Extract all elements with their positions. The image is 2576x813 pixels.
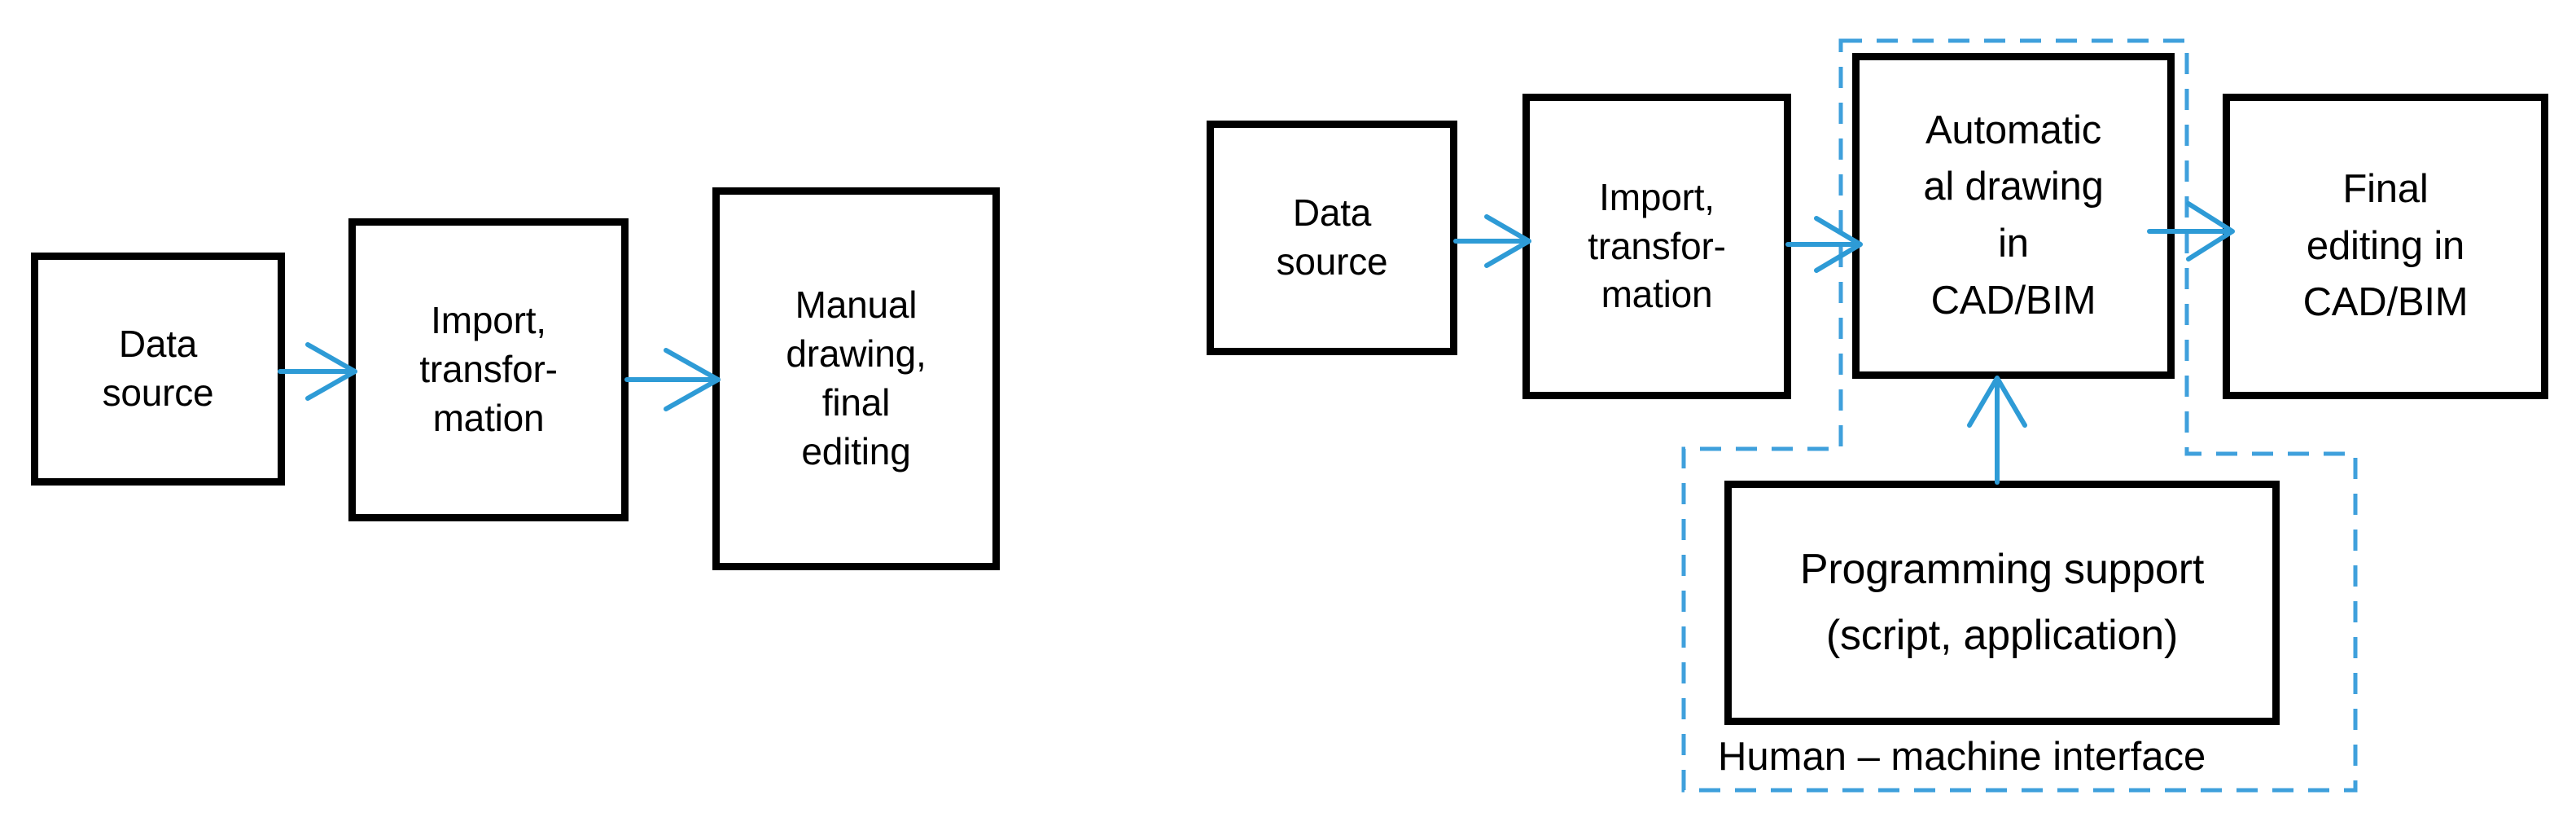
arrow-right-datasource-to-import	[1453, 214, 1531, 268]
right-import-transformation-box[interactable]: Import, transfor- mation	[1522, 94, 1791, 399]
arrow-programming-support-to-automatic	[1967, 376, 2027, 485]
left-manual-drawing-label: Manual drawing, final editing	[786, 283, 927, 472]
right-automatic-drawing-box[interactable]: Automatic al drawing in CAD/BIM	[1852, 53, 2175, 379]
right-automatic-drawing-label: Automatic al drawing in CAD/BIM	[1923, 108, 2104, 323]
arrow-left-datasource-to-import	[278, 342, 357, 401]
right-data-source-box[interactable]: Data source	[1207, 121, 1457, 355]
left-data-source-label: Data source	[102, 323, 214, 414]
left-data-source-box[interactable]: Data source	[31, 253, 285, 486]
programming-support-label: Programming support (script, application…	[1799, 546, 2205, 659]
left-manual-drawing-box[interactable]: Manual drawing, final editing	[712, 187, 1000, 570]
right-data-source-label: Data source	[1276, 191, 1388, 283]
left-import-transformation-label: Import, transfor- mation	[419, 299, 558, 439]
programming-support-box[interactable]: Programming support (script, application…	[1724, 481, 2280, 725]
right-final-editing-box[interactable]: Final editing in CAD/BIM	[2223, 94, 2548, 399]
arrow-left-import-to-manual	[624, 348, 721, 411]
left-import-transformation-box[interactable]: Import, transfor- mation	[348, 218, 629, 521]
human-machine-interface-caption: Human – machine interface	[1718, 735, 2206, 779]
arrow-right-import-to-automatic	[1785, 216, 1863, 273]
right-import-transformation-label: Import, transfor- mation	[1588, 175, 1726, 316]
right-final-editing-label: Final editing in CAD/BIM	[2302, 167, 2469, 325]
